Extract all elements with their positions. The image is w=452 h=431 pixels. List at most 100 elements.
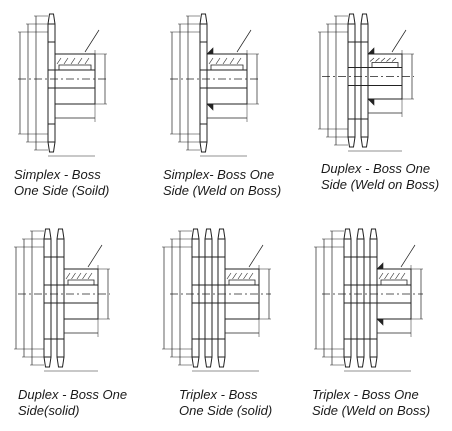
caption-line-2: Side (Weld on Boss) [321,177,440,192]
tooth-bottom [57,357,64,367]
tooth-bottom [44,357,51,367]
figure-duplex-weld: Duplex - Boss One Side (Weld on Boss) [304,0,452,215]
hatch-line [88,273,92,279]
tooth-bottom [205,357,212,367]
hatch-line [249,273,253,279]
tooth-top [370,229,377,239]
leader-line [237,30,251,52]
weld-bead [207,48,213,110]
sprocket-plate [357,239,364,357]
tooth-bottom [344,357,351,367]
caption: Triplex - Boss One Side (solid) [179,387,272,419]
hatch-line [78,58,82,64]
leader-line [401,245,415,267]
keyway [381,280,407,285]
figure-triplex-solid: Triplex - Boss One Side (solid) [152,215,302,431]
tooth-bottom [357,357,364,367]
keyway [59,65,91,70]
hatch-line [227,273,231,279]
sprocket-drawing [152,215,302,375]
tooth-top [57,229,64,239]
hatch-line [370,58,374,62]
keyway [211,65,243,70]
hatch-line [376,58,380,62]
tooth-top [344,229,351,239]
hatch-line [387,58,391,62]
figure-simplex-weld: Simplex- Boss One Side (Weld on Boss) [152,0,302,215]
keyway [372,63,398,68]
hatch-line [83,273,87,279]
tooth-top [44,229,51,239]
caption-line-2: Side(solid) [18,403,80,418]
hatch-line [85,58,89,64]
hatch-line [401,273,405,279]
leader-line [88,245,102,267]
figure-duplex-solid: Duplex - Boss One Side(solid) [0,215,150,431]
sprocket-drawing [304,0,452,155]
sprocket-drawing [0,0,150,160]
hatch-line [216,58,220,64]
tooth-bottom [48,142,55,152]
hatch-line [57,58,61,64]
caption-line-1: Triplex - Boss One [312,387,419,402]
sprocket-drawing [304,215,452,375]
keyway [229,280,255,285]
caption-line-2: One Side (solid) [179,403,273,418]
hatch-line [209,58,213,64]
tooth-bottom [200,142,207,152]
hatch-line [379,273,383,279]
tooth-top [205,229,212,239]
keyway [68,280,94,285]
hatch-line [71,58,75,64]
hatch-line [237,58,241,64]
caption: Duplex - Boss One Side (Weld on Boss) [321,161,439,193]
tooth-bottom [218,357,225,367]
tooth-bottom [192,357,199,367]
tooth-bottom [361,137,368,147]
tooth-top [200,14,207,24]
hatch-line [66,273,70,279]
caption-line-1: Duplex - Boss One [18,387,128,402]
tooth-top [48,14,55,24]
sprocket-drawing [152,0,302,160]
hatch-line [244,273,248,279]
hatch-line [385,273,389,279]
hatch-line [230,58,234,64]
caption-line-2: Side (Weld on Boss) [312,403,431,418]
caption: Simplex- Boss One Side (Weld on Boss) [163,167,281,199]
hatch-line [392,58,396,62]
caption-line-2: Side (Weld on Boss) [163,183,282,198]
sprocket-plate [348,24,355,137]
caption: Triplex - Boss One Side (Weld on Boss) [312,387,430,419]
weld-bead [377,263,383,325]
tooth-bottom [348,137,355,147]
weld-bead [368,48,374,105]
leader-line [249,245,263,267]
figure-triplex-weld: Triplex - Boss One Side (Weld on Boss) [304,215,452,431]
hatch-line [381,58,385,62]
caption: Duplex - Boss One Side(solid) [18,387,127,419]
hatch-line [223,58,227,64]
hatch-line [396,273,400,279]
hatch-line [64,58,68,64]
hatch-line [233,273,237,279]
caption-line-1: Simplex - Boss [14,167,101,182]
caption-line-1: Triplex - Boss [179,387,258,402]
caption: Simplex - Boss One Side (Soild) [14,167,109,199]
caption-line-2: One Side (Soild) [14,183,110,198]
caption-line-1: Simplex- Boss One [163,167,275,182]
sprocket-drawing [0,215,150,375]
tooth-top [348,14,355,24]
sprocket-plate [205,239,212,357]
tooth-top [192,229,199,239]
tooth-bottom [370,357,377,367]
hatch-line [238,273,242,279]
leader-line [85,30,99,52]
sprocket-plate [361,24,368,137]
leader-line [392,30,406,52]
figure-simplex-solid: Simplex - Boss One Side (Soild) [0,0,150,215]
tooth-top [357,229,364,239]
caption-line-1: Duplex - Boss One [321,161,431,176]
hatch-line [77,273,81,279]
tooth-top [218,229,225,239]
